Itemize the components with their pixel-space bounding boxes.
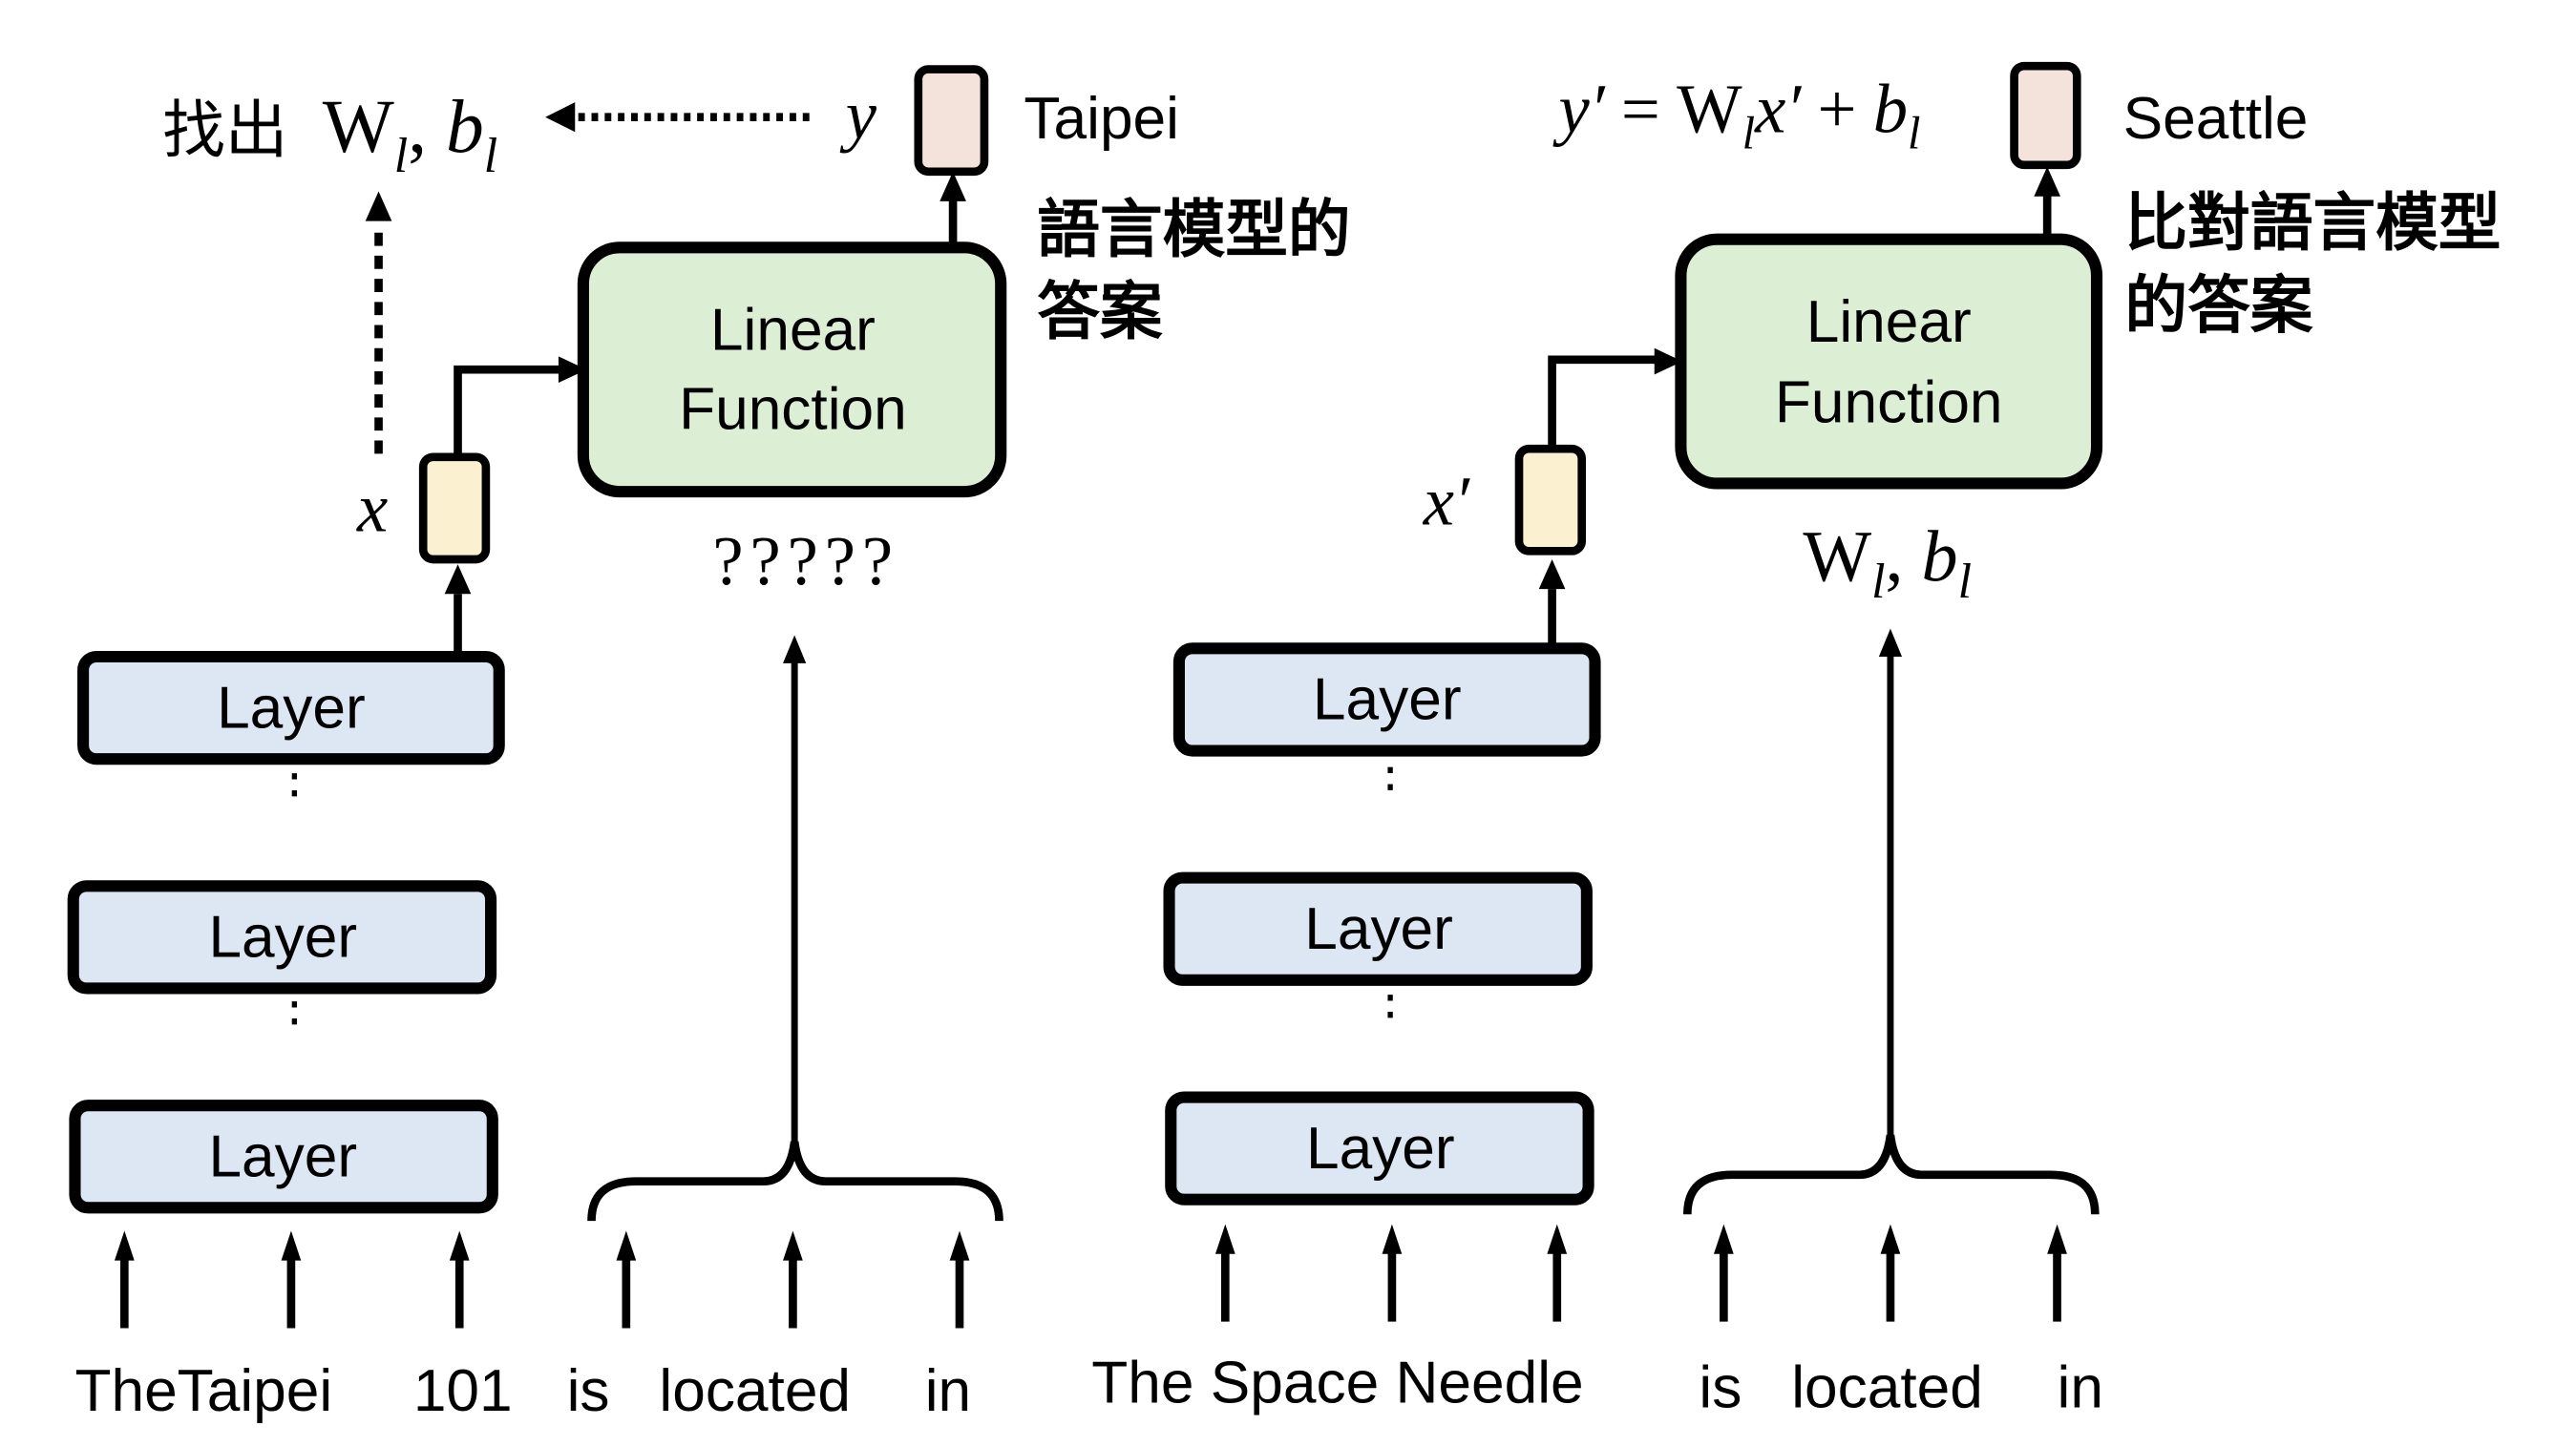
token: is <box>1699 1355 1742 1421</box>
ellipsis-vertical: ⋮ <box>269 747 319 803</box>
layer-box-middle <box>67 880 497 995</box>
arrowhead-left-icon <box>545 102 576 133</box>
token: in <box>925 1358 971 1424</box>
token: is <box>567 1358 610 1424</box>
brace <box>1683 1134 2100 1215</box>
x-prime-vector <box>1514 444 1587 556</box>
x-prime-label: x′ <box>1423 463 1470 540</box>
arrowhead-right-icon <box>558 356 587 384</box>
token-arrows <box>1220 1250 2061 1322</box>
unknown-params: ????? <box>712 522 899 599</box>
arrowhead-right-icon <box>1654 347 1683 375</box>
linear-function-box <box>577 241 1007 498</box>
x-vector <box>418 452 491 564</box>
y-label: y <box>839 76 877 154</box>
answer-note-line1: 比對語言模型 <box>2124 187 2501 260</box>
arrowhead-up-icon <box>940 171 966 201</box>
ellipsis-vertical: ⋮ <box>1365 968 1415 1023</box>
token: located <box>659 1358 851 1424</box>
y-prime-vector <box>2010 61 2081 170</box>
connector-x-to-linear <box>454 365 562 457</box>
arrowhead-up-icon <box>2034 166 2060 197</box>
layer-box-bottom <box>1165 1091 1594 1206</box>
token-arrowheads <box>1214 1224 2067 1254</box>
y-vector <box>914 65 989 177</box>
layer-label: Layer <box>1313 667 1462 733</box>
arrowhead-up-icon <box>783 635 807 663</box>
linear-function-box <box>1675 233 2103 490</box>
linear-label-line1: Linear <box>1806 289 1972 355</box>
linear-label-line2: Function <box>1775 370 2003 436</box>
layer-label: Layer <box>208 1124 357 1190</box>
layer-box-top <box>1172 642 1601 757</box>
layer-box-bottom <box>69 1100 498 1214</box>
find-label: 找出 <box>162 94 287 167</box>
arrowhead-up-icon <box>1878 628 1903 657</box>
linear-label-line2: Function <box>679 376 907 442</box>
answer-note-line2: 答案 <box>1037 276 1163 348</box>
arrowhead-up-icon <box>444 564 472 595</box>
token-arrowheads <box>114 1230 970 1261</box>
equation: y′=Wlx′+bl <box>1552 70 1920 158</box>
layer-box-top <box>77 650 505 765</box>
token-arrows <box>120 1257 964 1329</box>
right-panel: y′=Wlx′+bl Seattle 比對語言模型 的答案 Linear Fun… <box>1091 61 2501 1421</box>
arrowhead-up-icon <box>1538 559 1566 590</box>
output-word: Taipei <box>1024 86 1179 152</box>
token: Taipei <box>178 1358 333 1424</box>
find-params: Wl, bl <box>323 85 497 183</box>
ellipsis-vertical: ⋮ <box>1365 741 1415 796</box>
layer-label: Layer <box>1306 1116 1455 1182</box>
left-panel: 找出 Wl, bl y Taipei 語言模型的 答案 Linear Funct… <box>67 65 1351 1424</box>
layer-label: Layer <box>1304 896 1453 962</box>
known-params: Wl, bl <box>1803 516 1972 608</box>
token: located <box>1791 1355 1983 1421</box>
connector-x-to-linear <box>1548 355 1657 450</box>
layer-box-middle <box>1163 871 1593 986</box>
linear-label-line1: Linear <box>710 297 876 363</box>
brace <box>587 1141 1003 1222</box>
token: in <box>2058 1355 2103 1421</box>
layer-label: Layer <box>217 675 366 741</box>
arrowhead-up-icon <box>365 191 392 221</box>
x-label: x <box>356 470 388 547</box>
output-word: Seattle <box>2123 86 2309 152</box>
answer-note-line1: 語言模型的 <box>1037 194 1350 266</box>
token: The <box>74 1358 177 1424</box>
ellipsis-vertical: ⋮ <box>269 975 319 1030</box>
token: 101 <box>413 1358 513 1424</box>
layer-label: Layer <box>208 905 357 971</box>
answer-note-line2: 的答案 <box>2124 269 2312 342</box>
token: The Space Needle <box>1091 1350 1583 1416</box>
